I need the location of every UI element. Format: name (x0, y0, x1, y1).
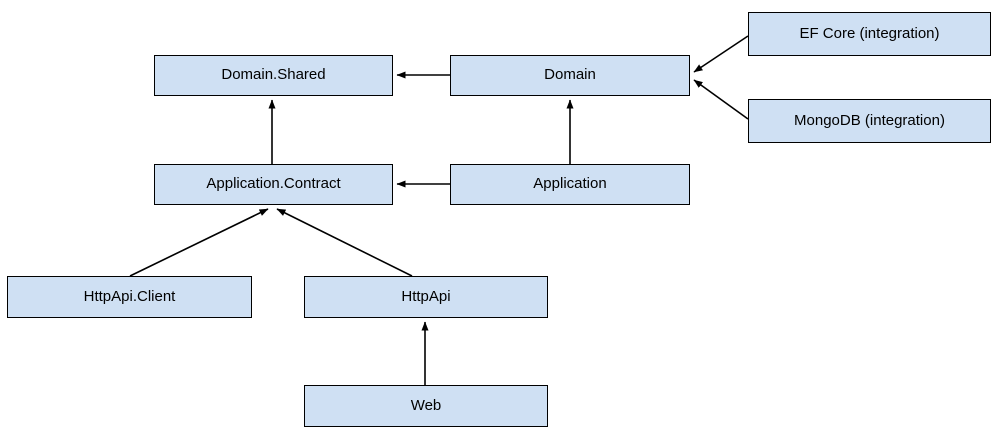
node-mongodb[interactable]: MongoDB (integration) (748, 99, 991, 143)
node-label-domain: Domain (544, 66, 596, 84)
node-label-domain-shared: Domain.Shared (221, 66, 326, 84)
node-label-httpapi: HttpApi (401, 287, 451, 305)
node-label-application-contract: Application.Contract (206, 175, 341, 193)
node-label-httpapi-client: HttpApi.Client (83, 287, 176, 305)
node-label-mongodb: MongoDB (integration) (794, 111, 945, 129)
node-httpapi-client[interactable]: HttpApi.Client (7, 276, 252, 318)
node-web[interactable]: Web (304, 385, 548, 427)
node-label-web: Web (410, 396, 442, 414)
node-httpapi[interactable]: HttpApi (304, 276, 548, 318)
edge-httpapi-to-application-contract (276, 208, 413, 277)
node-domain-shared[interactable]: Domain.Shared (154, 55, 393, 96)
node-application[interactable]: Application (450, 164, 690, 205)
node-application-contract[interactable]: Application.Contract (154, 164, 393, 205)
node-domain[interactable]: Domain (450, 55, 690, 96)
node-label-ef-core: EF Core (integration) (799, 24, 940, 42)
edge-mongodb-to-domain (693, 79, 749, 120)
node-ef-core[interactable]: EF Core (integration) (748, 12, 991, 56)
edge-ef-core-to-domain (693, 35, 749, 73)
node-label-application: Application (533, 175, 607, 193)
edge-httpapi-client-to-application-contract (129, 208, 269, 277)
